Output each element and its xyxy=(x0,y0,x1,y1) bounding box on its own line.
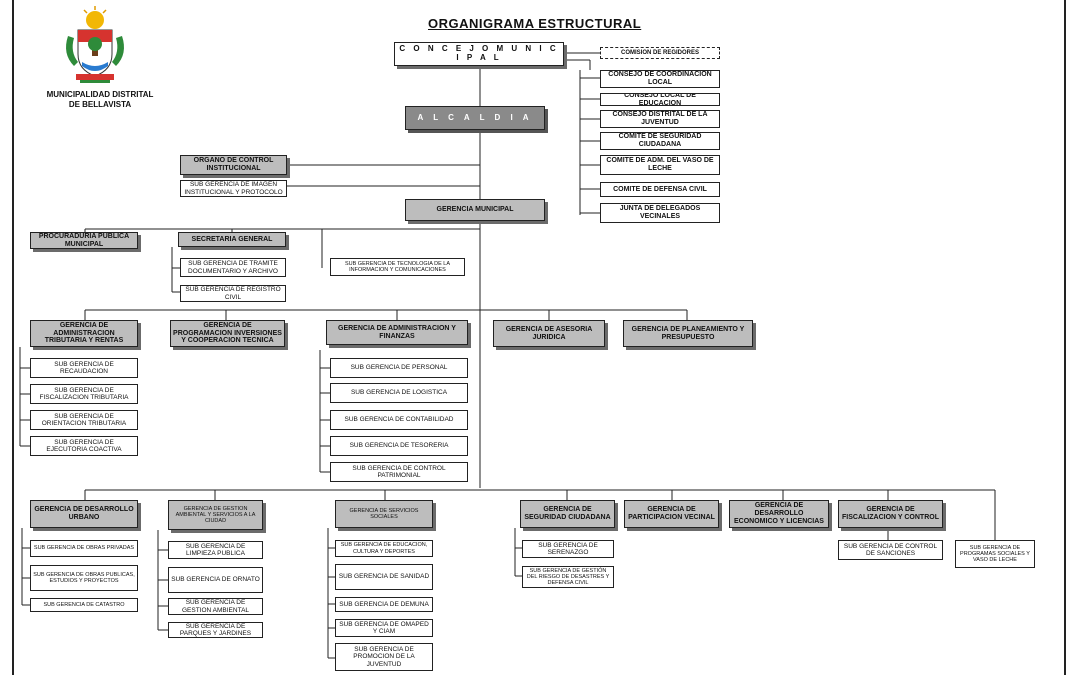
concejo-municipal-box: C O N C E J O M U N I C I P A L xyxy=(394,42,564,66)
obras-publicas-box: SUB GERENCIA DE OBRAS PUBLICAS, ESTUDIOS… xyxy=(30,565,138,591)
control-sanciones-box: SUB GERENCIA DE CONTROL DE SANCIONES xyxy=(838,540,943,560)
municipality-name-line1: MUNICIPALIDAD DISTRITAL xyxy=(46,90,154,99)
educacion-box: CONSEJO LOCAL DE EDUCACION xyxy=(600,93,720,106)
tramite-documentario-box: SUB GERENCIA DE TRAMITE DOCUMENTARIO Y A… xyxy=(180,258,286,277)
promocion-juventud-box: SUB GERENCIA DE PROMOCION DE LA JUVENTUD xyxy=(335,643,433,671)
demuna-box: SUB GERENCIA DE DEMUNA xyxy=(335,597,433,612)
programas-sociales-box: SUB GERENCIA DE PROGRAMAS SOCIALES Y VAS… xyxy=(955,540,1035,568)
recaudacion-box: SUB GERENCIA DE RECAUDACION xyxy=(30,358,138,378)
secretaria-general-box: SECRETARIA GENERAL xyxy=(178,232,286,247)
fiscalizacion-control-box: GERENCIA DE FISCALIZACION Y CONTROL xyxy=(838,500,943,528)
procuraduria-box: PROCURADURIA PUBLICA MUNICIPAL xyxy=(30,232,138,249)
parques-jardines-box: SUB GERENCIA DE PARQUES Y JARDINES xyxy=(168,622,263,638)
delegados-vecinales-box: JUNTA DE DELEGADOS VECINALES xyxy=(600,203,720,223)
gestion-riesgo-box: SUB GERENCIA DE GESTIÓN DEL RIESGO DE DE… xyxy=(522,566,614,588)
ornato-box: SUB GERENCIA DE ORNATO xyxy=(168,567,263,593)
serenazgo-box: SUB GERENCIA DE SERENAZGO xyxy=(522,540,614,558)
ejecutoria-coactiva-box: SUB GERENCIA DE EJECUTORIA COACTIVA xyxy=(30,436,138,456)
desarrollo-urbano-box: GERENCIA DE DESARROLLO URBANO xyxy=(30,500,138,528)
gestion-ambiental-box: GERENCIA DE GESTION AMBIENTAL Y SERVICIO… xyxy=(168,500,263,530)
asesoria-juridica-box: GERENCIA DE ASESORIA JURIDICA xyxy=(493,320,605,347)
gerencia-municipal-box: GERENCIA MUNICIPAL xyxy=(405,199,545,221)
comision-regidores-box: COMISION DE REGIDORES xyxy=(600,47,720,59)
planeamiento-presupuesto-box: GERENCIA DE PLANEAMIENTO Y PRESUPUESTO xyxy=(623,320,753,347)
administracion-finanzas-box: GERENCIA DE ADMINISTRACION Y FINANZAS xyxy=(326,320,468,345)
educacion-cultura-box: SUB GERENCIA DE EDUCACION, CULTURA Y DEP… xyxy=(335,540,433,557)
gestion-ambiental-sub-box: SUB GERENCIA DE GESTION AMBIENTAL xyxy=(168,598,263,615)
participacion-vecinal-box: GERENCIA DE PARTICIPACION VECINAL xyxy=(624,500,719,528)
chart-title: ORGANIGRAMA ESTRUCTURAL xyxy=(428,16,642,31)
fiscalizacion-tributaria-box: SUB GERENCIA DE FISCALIZACION TRIBUTARIA xyxy=(30,384,138,404)
servicios-sociales-box: GERENCIA DE SERVICIOS SOCIALES xyxy=(335,500,433,528)
registro-civil-box: SUB GERENCIA DE REGISTRO CIVIL xyxy=(180,285,286,302)
obras-privadas-box: SUB GERENCIA DE OBRAS PRIVADAS xyxy=(30,540,138,557)
tesoreria-box: SUB GERENCIA DE TESORERIA xyxy=(330,436,468,456)
sanidad-box: SUB GERENCIA DE SANIDAD xyxy=(335,564,433,590)
administracion-tributaria-box: GERENCIA DE ADMINISTRACION TRIBUTARIA Y … xyxy=(30,320,138,347)
page-border xyxy=(12,0,1066,675)
alcaldia-box: A L C A L D I A xyxy=(405,106,545,130)
catastro-box: SUB GERENCIA DE CATASTRO xyxy=(30,598,138,612)
contabilidad-box: SUB GERENCIA DE CONTABILIDAD xyxy=(330,410,468,430)
limpieza-publica-box: SUB GERENCIA DE LIMPIEZA PUBLICA xyxy=(168,541,263,559)
seguridad-ciudadana-box: GERENCIA DE SEGURIDAD CIUDADANA xyxy=(520,500,615,528)
omaped-ciam-box: SUB GERENCIA DE OMAPED Y CIAM xyxy=(335,619,433,637)
programacion-inversiones-box: GERENCIA DE PROGRAMACION INVERSIONES Y C… xyxy=(170,320,285,347)
vaso-leche-comite-box: COMITE DE ADM. DEL VASO DE LECHE xyxy=(600,155,720,175)
defensa-civil-box: COMITE DE DEFENSA CIVIL xyxy=(600,182,720,197)
orientacion-tributaria-box: SUB GERENCIA DE ORIENTACION TRIBUTARIA xyxy=(30,410,138,430)
municipality-name: MUNICIPALIDAD DISTRITAL DE BELLAVISTA xyxy=(30,90,170,109)
logistica-box: SUB GERENCIA DE LOGISTICA xyxy=(330,383,468,403)
juventud-box: CONSEJO DISTRITAL DE LA JUVENTUD xyxy=(600,110,720,128)
seguridad-comite-box: COMITE DE SEGURIDAD CIUDADANA xyxy=(600,132,720,150)
imagen-institucional-box: SUB GERENCIA DE IMAGEN INSTITUCIONAL Y P… xyxy=(180,180,287,197)
control-patrimonial-box: SUB GERENCIA DE CONTROL PATRIMONIAL xyxy=(330,462,468,482)
coordinacion-local-box: CONSEJO DE COORDINACION LOCAL xyxy=(600,70,720,88)
organo-control-box: ORGANO DE CONTROL INSTITUCIONAL xyxy=(180,155,287,175)
municipal-coat-of-arms-logo xyxy=(66,6,124,83)
personal-box: SUB GERENCIA DE PERSONAL xyxy=(330,358,468,378)
desarrollo-economico-box: GERENCIA DE DESARROLLO ECONOMICO Y LICEN… xyxy=(729,500,829,528)
tecnologia-informacion-box: SUB GERENCIA DE TECNOLOGIA DE LA INFORMA… xyxy=(330,258,465,276)
municipality-name-line2: DE BELLAVISTA xyxy=(68,99,132,109)
